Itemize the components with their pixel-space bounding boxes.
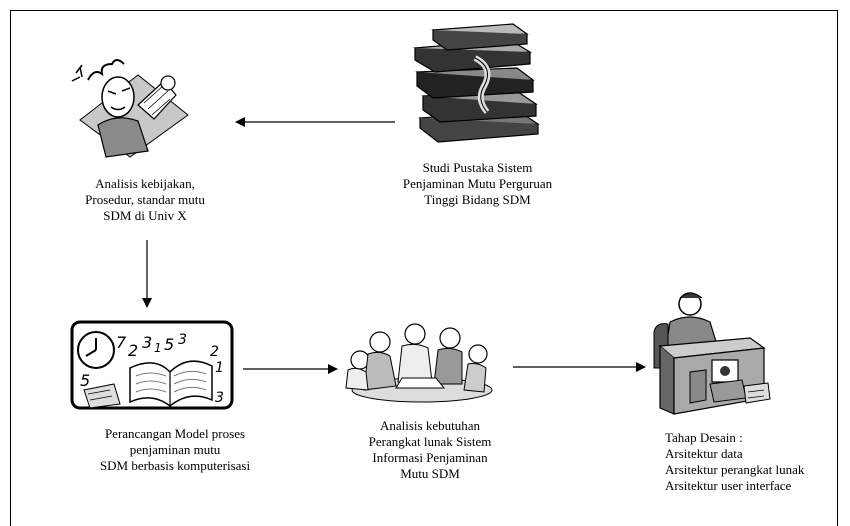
books-stack-icon	[413, 23, 540, 143]
man-at-desk-icon	[653, 292, 771, 415]
svg-text:3: 3	[178, 332, 187, 348]
diagram-frame	[10, 10, 838, 526]
clock-book-numbers-icon: 7 2 3 1 5 3 2 1 5 3	[70, 320, 234, 410]
caption-studi-pustaka: Studi Pustaka Sistem Penjaminan Mutu Per…	[402, 160, 553, 207]
svg-text:3: 3	[215, 390, 224, 406]
svg-text:7: 7	[116, 333, 127, 352]
team-meeting-icon	[345, 323, 493, 403]
svg-text:2: 2	[210, 344, 219, 360]
caption-analisis-kebutuhan: Analisis kebutuhan Perangkat lunak Siste…	[368, 418, 492, 481]
caption-tahap-desain: Tahap Desain : Arsitektur data Arsitektu…	[665, 430, 805, 493]
frustrated-man-icon	[71, 59, 189, 158]
svg-text:2: 2	[128, 341, 138, 360]
caption-analisis-kebijakan: Analisis kebijakan, Prosedur, standar mu…	[85, 176, 205, 223]
svg-text:5: 5	[164, 335, 174, 354]
svg-text:3: 3	[142, 333, 152, 352]
caption-perancangan-model: Perancangan Model proses penjaminan mutu…	[99, 426, 251, 473]
svg-text:1: 1	[215, 360, 224, 376]
svg-text:1: 1	[154, 341, 162, 355]
svg-text:5: 5	[80, 371, 90, 390]
